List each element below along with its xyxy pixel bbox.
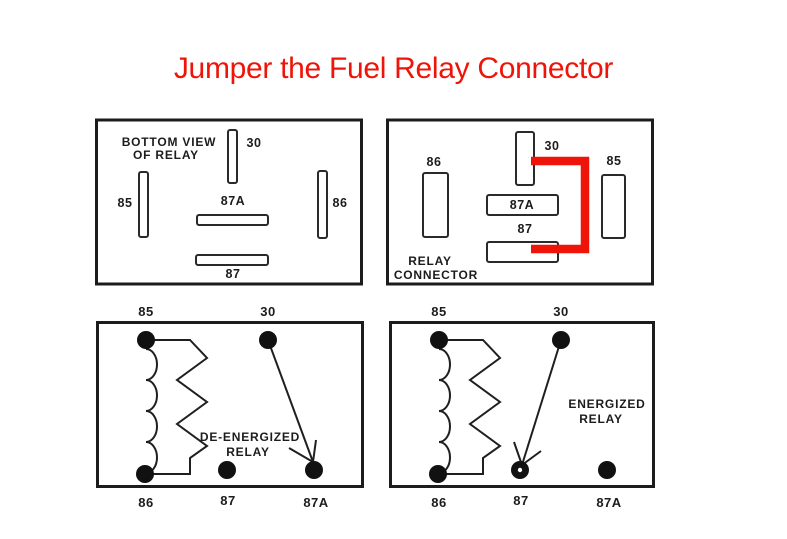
coil-symbol — [438, 348, 451, 474]
pin-85-blade — [138, 171, 149, 238]
switch-arm — [521, 339, 562, 466]
socket-87-label: 87 — [518, 222, 533, 236]
pin-87-blade — [195, 254, 269, 266]
panel-caption-line1: DE-ENERGIZED — [200, 430, 300, 444]
panel-relay-connector: 30 86 85 87A 87 RELAY CONNECTOR — [386, 118, 654, 286]
terminal-87a-label: 87A — [303, 495, 328, 510]
resistor-symbol — [439, 339, 502, 475]
terminal-dot-87-contact-point — [517, 467, 523, 473]
terminal-dot-30 — [259, 331, 277, 349]
terminal-dot-30 — [552, 331, 570, 349]
coil-symbol — [145, 348, 158, 474]
socket-86 — [422, 172, 449, 238]
terminal-87-label: 87 — [220, 493, 235, 508]
panel-energized-relay: 85 30 ENERGIZED RELAY 86 87 87A — [389, 304, 655, 510]
terminal-dot-85 — [430, 331, 448, 349]
socket-87a-label: 87A — [510, 198, 534, 212]
pin-86-blade — [317, 170, 328, 239]
slide-title: Jumper the Fuel Relay Connector — [173, 52, 614, 85]
pin-30-label: 30 — [247, 136, 262, 150]
terminal-dot-87a — [305, 461, 323, 479]
pin-30-blade — [227, 129, 238, 184]
terminal-87a-label: 87A — [596, 495, 621, 510]
resistor-symbol — [146, 339, 209, 475]
terminal-85-label: 85 — [431, 304, 446, 319]
panel-caption-line2: CONNECTOR — [394, 268, 478, 282]
terminal-30-label: 30 — [260, 304, 275, 319]
terminal-30-label: 30 — [553, 304, 568, 319]
pin-85-label: 85 — [118, 196, 133, 210]
terminal-85-label: 85 — [138, 304, 153, 319]
terminal-86-label: 86 — [138, 495, 153, 510]
panel-caption-line1: RELAY — [408, 254, 452, 268]
switch-arrow-barb-right — [312, 439, 317, 463]
panel-caption-line2: OF RELAY — [133, 148, 199, 162]
panel-caption-line2: RELAY — [226, 445, 270, 459]
schematic-outline-box — [96, 321, 364, 488]
switch-arrow-barb-left — [288, 447, 314, 463]
panel-caption-line2: RELAY — [579, 412, 623, 426]
terminal-dot-86 — [136, 465, 154, 483]
panel-caption-line1: BOTTOM VIEW — [122, 135, 217, 149]
switch-arm — [267, 339, 314, 463]
panel-relay-bottom-view: BOTTOM VIEW OF RELAY 30 85 86 87A 87 — [95, 118, 363, 286]
socket-86-label: 86 — [427, 155, 442, 169]
pin-87-label: 87 — [226, 267, 241, 281]
terminal-87-label: 87 — [513, 493, 528, 508]
socket-87a — [486, 194, 559, 216]
panel-deenergized-relay: 85 30 DE-ENERGIZED RELAY 86 87 87A — [96, 304, 364, 510]
socket-85 — [601, 174, 626, 239]
terminal-dot-86 — [429, 465, 447, 483]
panel-caption-line1: ENERGIZED — [568, 397, 645, 411]
terminal-dot-85 — [137, 331, 155, 349]
socket-85-label: 85 — [607, 154, 622, 168]
socket-30-label: 30 — [545, 139, 560, 153]
terminal-86-label: 86 — [431, 495, 446, 510]
pin-86-label: 86 — [333, 196, 348, 210]
jumper-wire — [531, 156, 590, 254]
terminal-dot-87 — [218, 461, 236, 479]
terminal-dot-87a — [598, 461, 616, 479]
pin-87a-label: 87A — [221, 194, 245, 208]
pin-87a-blade — [196, 214, 269, 226]
schematic-outline-box — [389, 321, 655, 488]
